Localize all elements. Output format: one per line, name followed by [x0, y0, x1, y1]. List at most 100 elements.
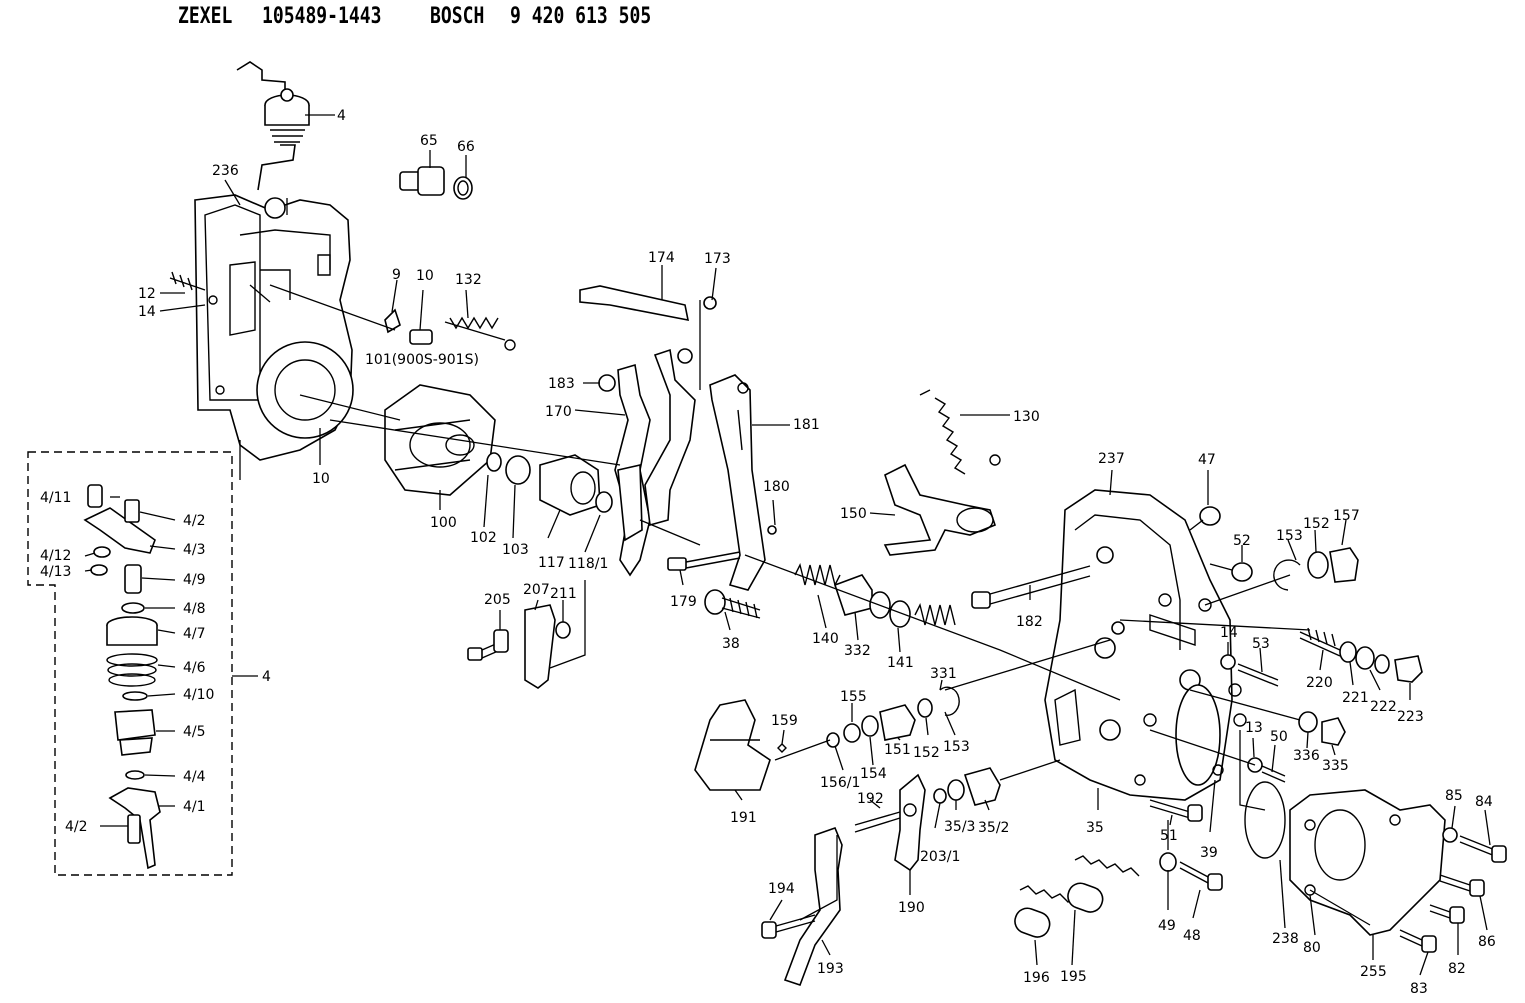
start-lever-181-drawing: [709, 374, 777, 591]
callout-labels: 4 236 65 66 12 14 9 10 132 101(900S-901S…: [40, 108, 1496, 997]
label-4-11: 4/11: [40, 490, 71, 506]
label-13: 13: [1245, 720, 1263, 736]
label-52: 52: [1233, 533, 1251, 549]
label-4-8: 4/8: [183, 601, 206, 617]
bolt-48-49-51-drawing: [1149, 799, 1223, 891]
subassembly-dashed-frame: [27, 451, 233, 876]
label-236: 236: [212, 163, 239, 179]
label-159: 159: [771, 713, 798, 729]
label-84: 84: [1475, 794, 1493, 810]
label-191: 191: [730, 810, 757, 826]
label-118-1: 118/1: [568, 556, 608, 572]
label-80: 80: [1303, 940, 1321, 956]
label-154: 154: [860, 766, 887, 782]
plug-335-336-drawing: [1247, 711, 1346, 783]
spring-195-196-drawing: [1014, 855, 1140, 938]
label-221: 221: [1342, 690, 1369, 706]
label-4-2-lower: 4/2: [65, 819, 88, 835]
label-4-5: 4/5: [183, 724, 206, 740]
bracket-spring-132-drawing: [384, 308, 516, 351]
header-brand-zexel: ZEXEL: [178, 4, 233, 29]
label-150: 150: [840, 506, 867, 522]
label-103: 103: [502, 542, 529, 558]
label-86: 86: [1478, 934, 1496, 950]
screws-82-86-drawing: [1399, 827, 1507, 953]
label-66: 66: [457, 139, 475, 155]
label-157: 157: [1333, 508, 1360, 524]
washer-118-1-drawing: [595, 491, 613, 513]
label-4-4: 4/4: [183, 769, 206, 785]
leader-lines: [84, 114, 1491, 976]
label-47: 47: [1198, 452, 1216, 468]
spring-140-141-drawing: [794, 562, 956, 628]
flyweight-assembly-100-drawing: [384, 384, 496, 496]
sleeve-117-drawing: [539, 454, 601, 516]
governor-housing-drawing: [194, 194, 354, 461]
label-152: 152: [1303, 516, 1330, 532]
label-132: 132: [455, 272, 482, 288]
label-192: 192: [857, 791, 884, 807]
label-195: 195: [1060, 969, 1087, 985]
cover-255-drawing: [1244, 781, 1446, 936]
label-222: 222: [1370, 699, 1397, 715]
label-152-lower: 152: [913, 745, 940, 761]
sleeve-103-drawing: [505, 455, 531, 485]
label-151: 151: [884, 742, 911, 758]
label-4-13: 4/13: [40, 564, 71, 580]
label-182: 182: [1016, 614, 1043, 630]
label-35: 35: [1086, 820, 1104, 836]
label-207: 207: [523, 582, 550, 598]
label-9: 9: [392, 267, 401, 283]
label-190: 190: [898, 900, 925, 916]
label-4-subassembly: 4: [262, 669, 271, 685]
label-331: 331: [930, 666, 957, 682]
label-100: 100: [430, 515, 457, 531]
spring-130-lever-150-drawing: [883, 389, 1001, 556]
label-170: 170: [545, 404, 572, 420]
label-153-top: 153: [1276, 528, 1303, 544]
lever-205-207-drawing: [467, 604, 571, 689]
label-49: 49: [1158, 918, 1176, 934]
label-82: 82: [1448, 961, 1466, 977]
label-101: 101(900S-901S): [365, 352, 479, 368]
assembly-guide-lines: [239, 198, 1371, 926]
header-brand-bosch: BOSCH: [430, 4, 485, 29]
label-255: 255: [1360, 964, 1387, 980]
label-10: 10: [416, 268, 434, 284]
label-173: 173: [704, 251, 731, 267]
label-10-lower: 10: [312, 471, 330, 487]
label-4-10: 4/10: [183, 687, 214, 703]
label-155: 155: [840, 689, 867, 705]
label-140: 140: [812, 631, 839, 647]
label-51: 51: [1160, 828, 1178, 844]
label-211: 211: [550, 586, 577, 602]
label-48: 48: [1183, 928, 1201, 944]
label-4-12: 4/12: [40, 548, 71, 564]
label-194: 194: [768, 881, 795, 897]
label-4-6: 4/6: [183, 660, 206, 676]
pump-housing-237-drawing: [1044, 489, 1247, 801]
label-4-7: 4/7: [183, 626, 206, 642]
washer-102-drawing: [486, 452, 502, 472]
label-35-2: 35/2: [978, 820, 1009, 836]
label-50: 50: [1270, 729, 1288, 745]
header-bosch-part-number: 9 420 613 505: [510, 4, 652, 29]
pin-179-drawing: [667, 551, 741, 571]
label-4-9: 4/9: [183, 572, 206, 588]
label-4-top: 4: [337, 108, 346, 124]
label-180: 180: [763, 479, 790, 495]
screw-12-drawing: [169, 271, 206, 291]
label-179: 179: [670, 594, 697, 610]
label-65: 65: [420, 133, 438, 149]
part-65-66-drawing: [399, 166, 473, 200]
bolt-47-52-drawing: [1189, 506, 1253, 582]
valve-220-223-drawing: [1299, 627, 1423, 683]
label-14-right: 14: [1220, 625, 1238, 641]
label-220: 220: [1306, 675, 1333, 691]
label-130: 130: [1013, 409, 1040, 425]
label-336: 336: [1293, 748, 1320, 764]
header-zexel-part-number: 105489-1443: [262, 4, 382, 29]
label-141: 141: [887, 655, 914, 671]
throttle-lever-assembly-drawing: [236, 61, 310, 191]
